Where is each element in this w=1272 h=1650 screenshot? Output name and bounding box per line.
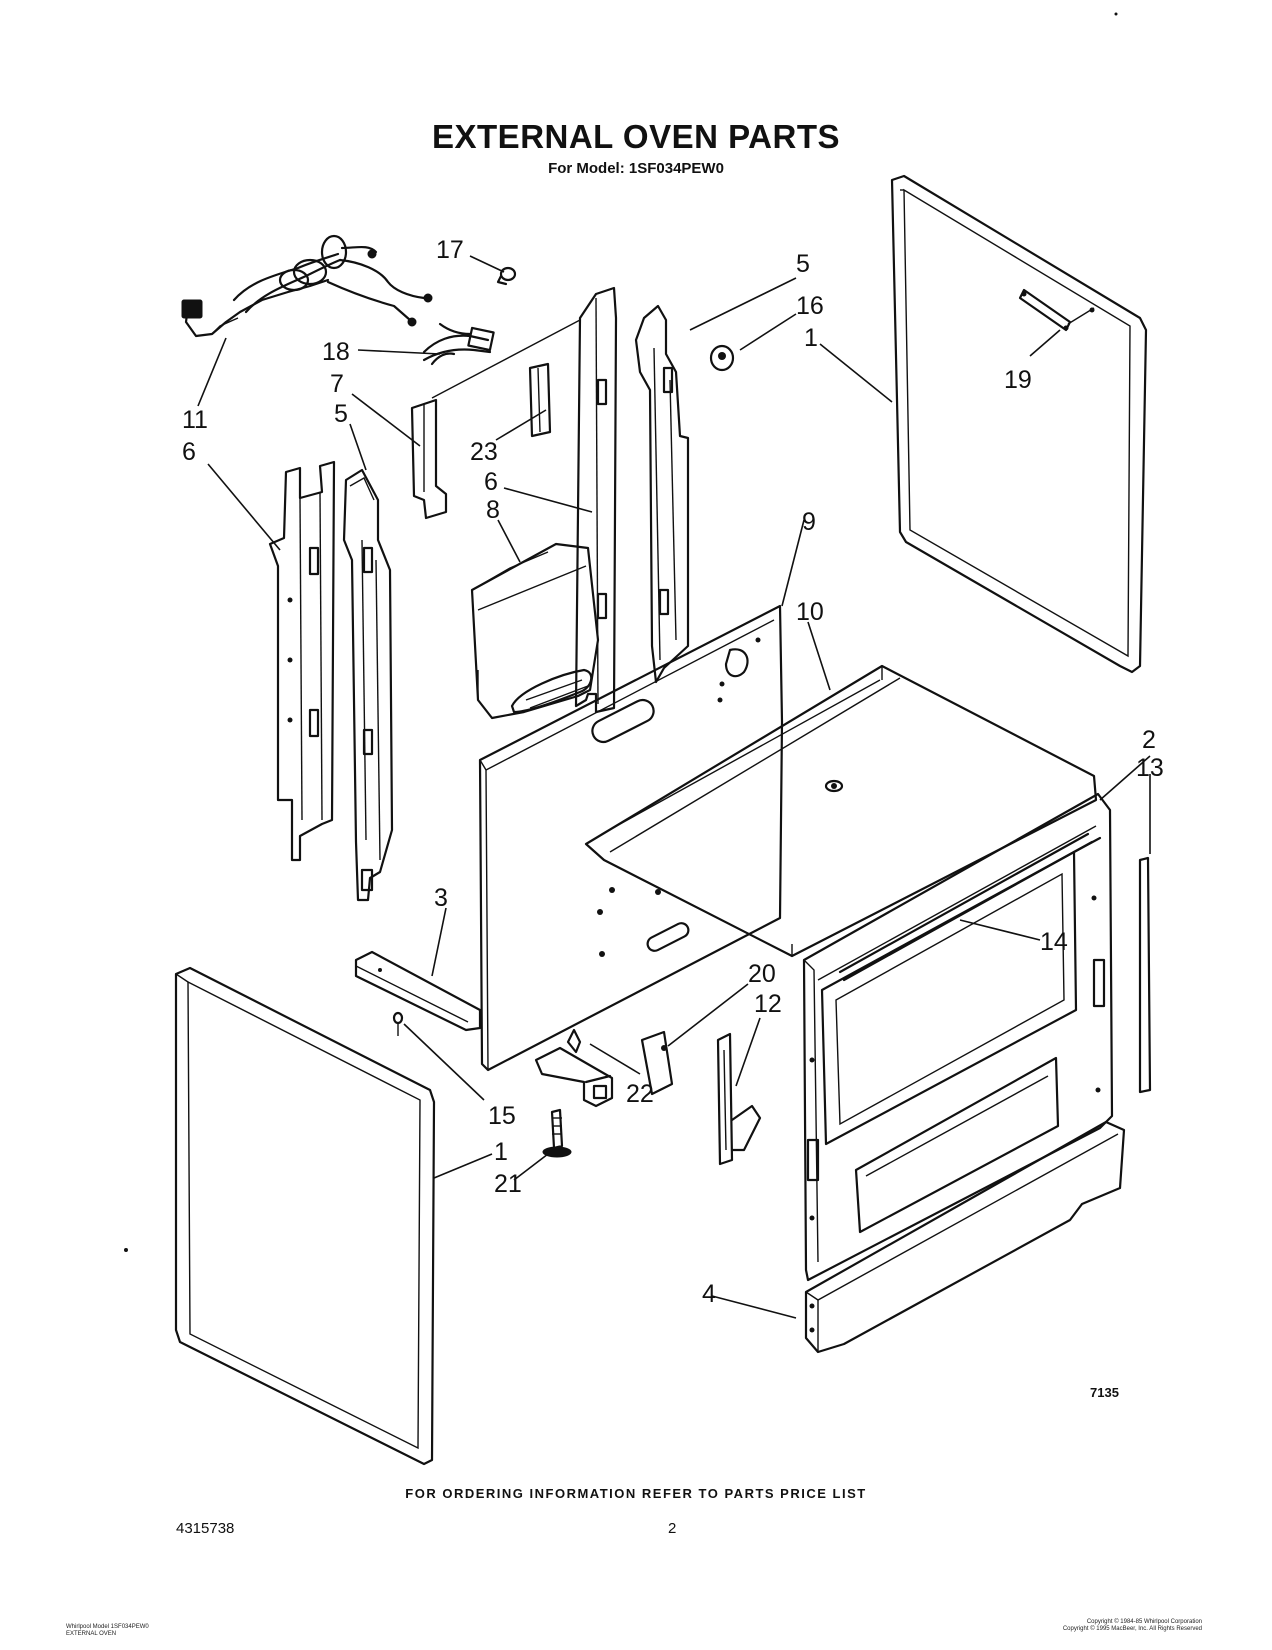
leader-lines: [197, 255, 1151, 1319]
callout-5-top: 5: [796, 250, 810, 278]
footer-left-small-print: Whirlpool Model 1SF034PEW0 EXTERNAL OVEN: [66, 1624, 149, 1638]
callout-10: 10: [796, 598, 824, 626]
callout-6-center: 6: [484, 468, 498, 496]
kick-panel-part: [804, 1120, 1126, 1354]
callout-18: 18: [322, 338, 350, 366]
footer-left-line-1: Whirlpool Model 1SF034PEW0: [66, 1624, 149, 1630]
clip-part-20: [640, 1030, 674, 1096]
callout-16: 16: [796, 292, 824, 320]
screw-part-15: [392, 1011, 404, 1036]
callout-1-top: 1: [804, 324, 818, 352]
base-bracket-part-22: [534, 1028, 614, 1108]
small-bracket-part-16: [709, 344, 735, 372]
document-number: 4315738: [176, 1520, 235, 1537]
back-channel-center-part: [431, 286, 618, 714]
footer-right-line-1: Copyright © 1984-85 Whirlpool Corporatio…: [1086, 1619, 1202, 1625]
callout-19: 19: [1004, 366, 1032, 394]
callout-15: 15: [488, 1102, 516, 1130]
callout-22: 22: [626, 1080, 654, 1108]
rod-part-14: [838, 832, 1094, 982]
page-number: 2: [668, 1520, 677, 1537]
page-title: EXTERNAL OVEN PARTS: [432, 118, 840, 155]
footer-left-line-2: EXTERNAL OVEN: [66, 1631, 117, 1637]
callout-21: 21: [494, 1170, 522, 1198]
insulation-strip-part: [528, 362, 552, 438]
callout-labels: 17 5 16 1 19 18 7 5 11 6 23 6 8 9 10 2 1…: [182, 236, 1164, 1308]
clip-part-17: [496, 266, 517, 286]
callout-6-left: 6: [182, 438, 196, 466]
callout-3: 3: [434, 884, 448, 912]
callout-5-left: 5: [334, 400, 348, 428]
flue-duct-part: [470, 542, 600, 720]
wire-connector-part: [422, 322, 495, 366]
side-panel-right-part: [890, 174, 1148, 674]
gasket-strip-part: [1138, 856, 1152, 1094]
callout-8: 8: [486, 496, 500, 524]
ordering-note: FOR ORDERING INFORMATION REFER TO PARTS …: [405, 1486, 867, 1501]
callout-9: 9: [802, 508, 816, 536]
callout-7: 7: [330, 370, 344, 398]
callout-1-bottom: 1: [494, 1138, 508, 1166]
figure-number: 7135: [1090, 1385, 1119, 1400]
callout-13: 13: [1136, 754, 1164, 782]
hinge-bracket-part: [716, 1032, 762, 1166]
leveling-leg-part: [542, 1108, 572, 1158]
rail-part-3: [354, 950, 482, 1032]
callout-11: 11: [182, 406, 208, 434]
oven-back-panel-part: [478, 604, 784, 1072]
side-panel-left-part: [174, 966, 436, 1466]
channel-left-part: [342, 468, 394, 902]
callout-2: 2: [1142, 726, 1156, 754]
top-panel-part: [584, 664, 1098, 958]
channel-right-part: [634, 304, 690, 684]
footer-right-small-print: Copyright © 1984-85 Whirlpool Corporatio…: [1063, 1619, 1202, 1633]
callout-23: 23: [470, 438, 498, 466]
callout-14: 14: [1040, 928, 1068, 956]
model-subtitle: For Model: 1SF034PEW0: [548, 160, 724, 177]
power-cord-part: [181, 234, 433, 338]
callout-12: 12: [754, 990, 782, 1018]
side-channel-left-part: [268, 460, 336, 862]
bracket-part-7: [410, 398, 448, 520]
callout-20: 20: [748, 960, 776, 988]
callout-17: 17: [436, 236, 464, 264]
callout-4: 4: [702, 1280, 716, 1308]
footer-right-line-2: Copyright © 1995 MacBeer, Inc. All Right…: [1062, 1626, 1202, 1632]
